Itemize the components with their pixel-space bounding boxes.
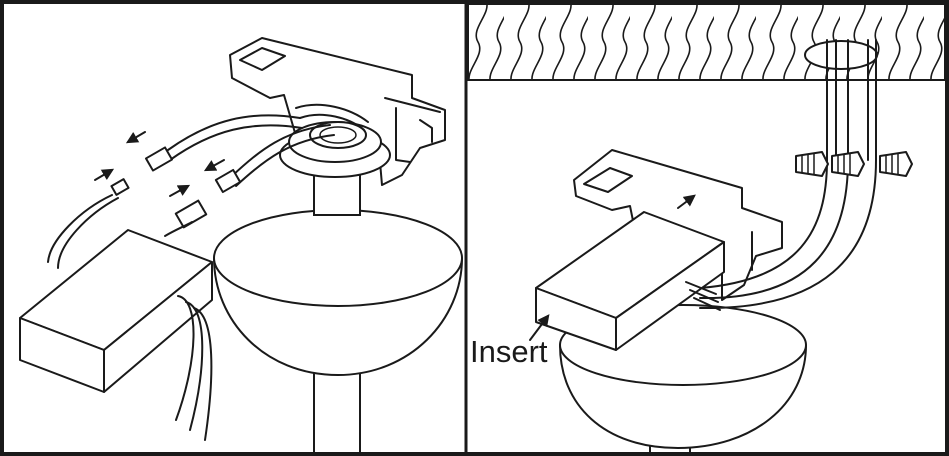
right-panel: Insert [467,3,946,454]
ceiling [467,3,946,81]
left-panel [19,37,463,454]
arrow-icon [94,131,225,197]
receiver-box-icon [19,229,213,393]
plug-connector-icon [110,146,242,229]
insert-label: Insert [470,334,548,369]
ceiling-hole [804,40,878,70]
canopy-rim-left [213,209,463,307]
canopy-bracket-icon [229,37,446,186]
receiver-box-right [535,211,725,351]
insert-arrow [677,194,696,209]
